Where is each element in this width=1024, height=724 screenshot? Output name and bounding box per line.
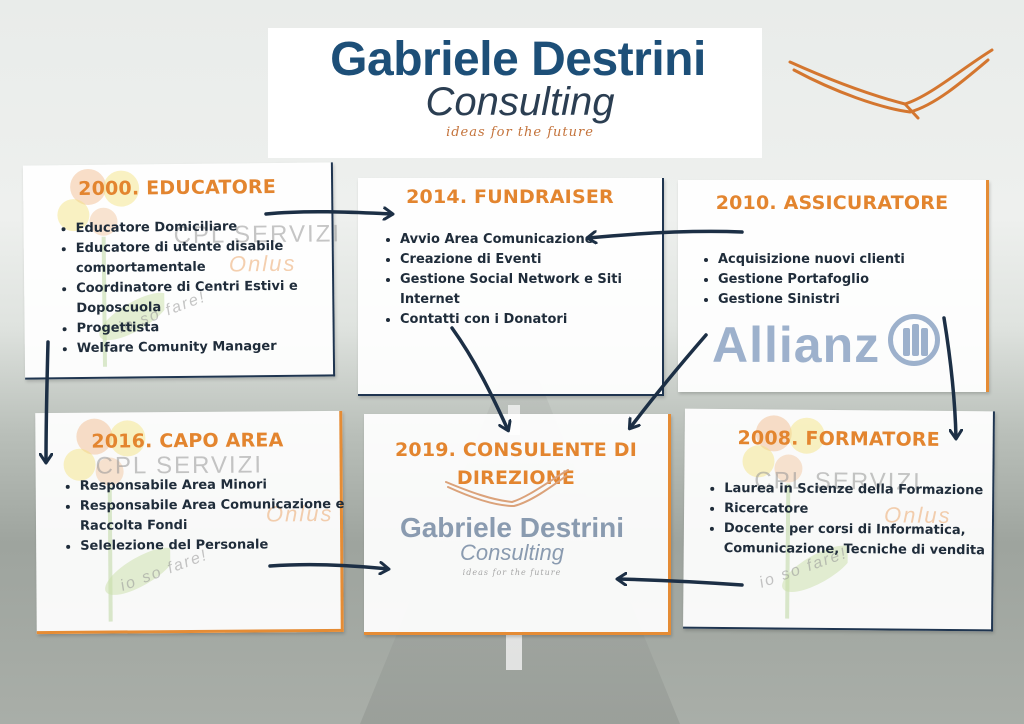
card-title: 2014. FUNDRAISER [406,186,614,208]
list-item: Acquisizione nuovi clienti [718,250,988,270]
seagull-icon [788,48,994,120]
card-assicuratore: 2010. ASSICURATORE Acquisizione nuovi cl… [678,180,989,392]
card-list: Responsabile Area Minori Responsabile Ar… [58,475,351,557]
card-title-line1: 2019. CONSULENTE DI [394,439,637,461]
header-logo-box [268,28,762,158]
list-item: Docente per corsi di Informatica, Comuni… [724,519,1008,561]
list-item: Educatore Domiciliare [75,216,337,239]
list-item: Gestione Sinistri [718,290,988,310]
allianz-logo-icon [888,314,940,366]
center-logo-subtitle: Consulting [460,540,564,565]
list-item: Gestione Portafoglio [718,270,988,290]
card-title: 2000. EDUCATORE [78,175,277,201]
road-line [506,630,522,670]
card-title: 2019. CONSULENTE DI DIREZIONE [364,436,668,492]
logo-subtitle: Consulting [425,80,615,124]
flower-watermark-icon [742,415,849,619]
card-formatore: CPL SERVIZI Onlus io so fare! 2008. FORM… [683,408,995,632]
list-item: Progettista [76,316,338,339]
list-item: Coordinatore di Centri Estivi e Doposcuo… [76,276,338,319]
card-fundraiser: 2014. FUNDRAISER Avvio Area Comunicazion… [358,178,664,396]
list-item: Creazione di Eventi [400,250,670,270]
flower-watermark-icon [63,418,171,622]
logo-title: Gabriele Destrini [330,33,706,86]
card-list: Educatore Domiciliare Educatore di utent… [53,216,338,359]
card-title: 2008. FORMATORE [737,427,940,451]
card-title: 2010. ASSICURATORE [715,192,949,214]
card-list: Avvio Area Comunicazione Creazione di Ev… [378,230,670,330]
card-list: Acquisizione nuovi clienti Gestione Port… [696,250,988,310]
list-item: Welfare Comunity Manager [77,336,339,359]
list-item: Responsabile Area Minori [80,475,350,497]
list-item: Gestione Social Network e Siti Internet [400,270,670,310]
list-item: Ricercatore [724,499,1008,521]
logo-tagline: ideas for the future [446,125,594,140]
list-item: Laurea in Scienze della Formazione [724,479,1008,501]
center-logo-title: Gabriele Destrini [399,512,625,543]
list-item: Contatti con i Donatori [400,310,670,330]
card-list: Laurea in Scienze della Formazione Ricer… [702,479,1009,562]
list-item: Selelezione del Personale [80,535,350,557]
allianz-wordmark: Allianz [712,317,881,373]
list-item: Avvio Area Comunicazione [400,230,670,250]
card-capo-area: CPL SERVIZI Onlus io so fare! 2016. CAPO… [35,410,344,635]
center-logo-tagline: ideas for the future [462,568,562,577]
list-item: Responsabile Area Comunicazione e Raccol… [80,495,350,537]
card-educatore: CPL SERVIZI Onlus io so fare! 2000. EDUC… [22,162,341,380]
list-item: Educatore di utente disabile comportamen… [76,236,338,279]
card-title: 2016. CAPO AREA [91,429,284,453]
flower-watermark-icon [57,168,166,367]
card-title-line2: DIREZIONE [456,467,576,489]
